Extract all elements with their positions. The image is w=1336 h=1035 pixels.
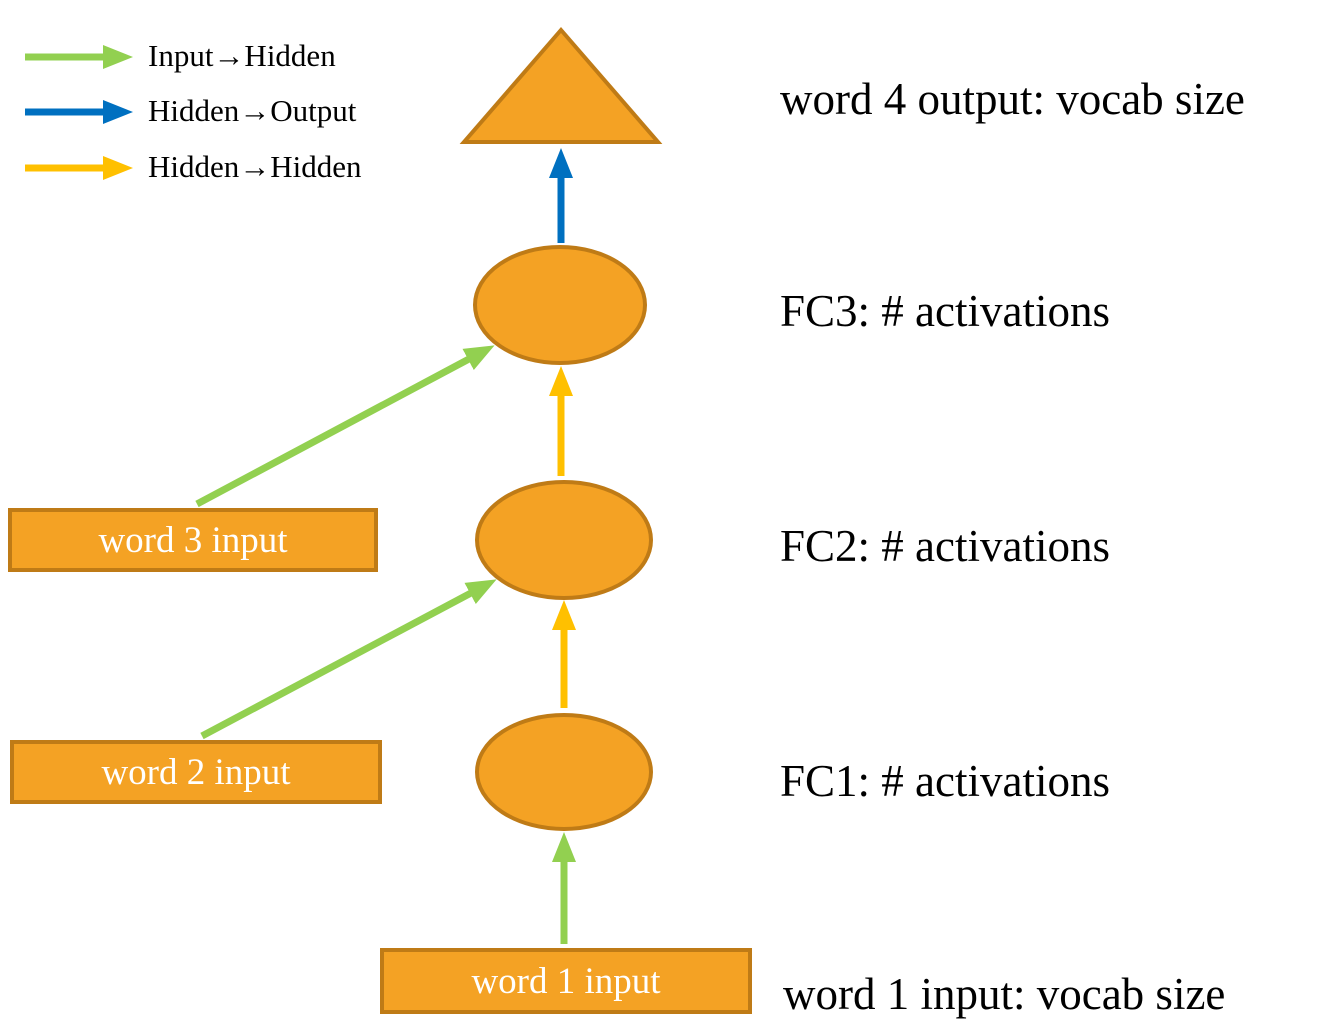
annotation-fc1: FC1: # activations bbox=[780, 756, 1110, 806]
legend-label-hidden-hidden: Hidden→Hidden bbox=[148, 149, 362, 184]
annotation-word1-input: word 1 input: vocab size bbox=[783, 969, 1226, 1019]
edge-word3-fc3 bbox=[195, 345, 495, 508]
legend-label-input-hidden: Input→Hidden bbox=[148, 38, 336, 73]
word3-input-box: word 3 input bbox=[8, 508, 378, 572]
word1-input-label: word 1 input bbox=[471, 960, 661, 1002]
word2-input-label: word 2 input bbox=[101, 751, 291, 793]
word3-input-label: word 3 input bbox=[98, 519, 288, 561]
fc1-node bbox=[475, 713, 653, 831]
edge-word2-fc2 bbox=[200, 579, 497, 740]
output-triangle-node bbox=[459, 26, 663, 144]
word1-input-box: word 1 input bbox=[380, 948, 752, 1014]
annotation-fc2: FC2: # activations bbox=[780, 521, 1110, 571]
legend-label-hidden-output: Hidden→Output bbox=[148, 93, 357, 128]
annotation-fc3: FC3: # activations bbox=[780, 286, 1110, 336]
fc2-node bbox=[475, 480, 653, 600]
fc3-node bbox=[473, 245, 647, 365]
annotation-word4-output: word 4 output: vocab size bbox=[780, 74, 1245, 124]
word2-input-box: word 2 input bbox=[10, 740, 382, 804]
